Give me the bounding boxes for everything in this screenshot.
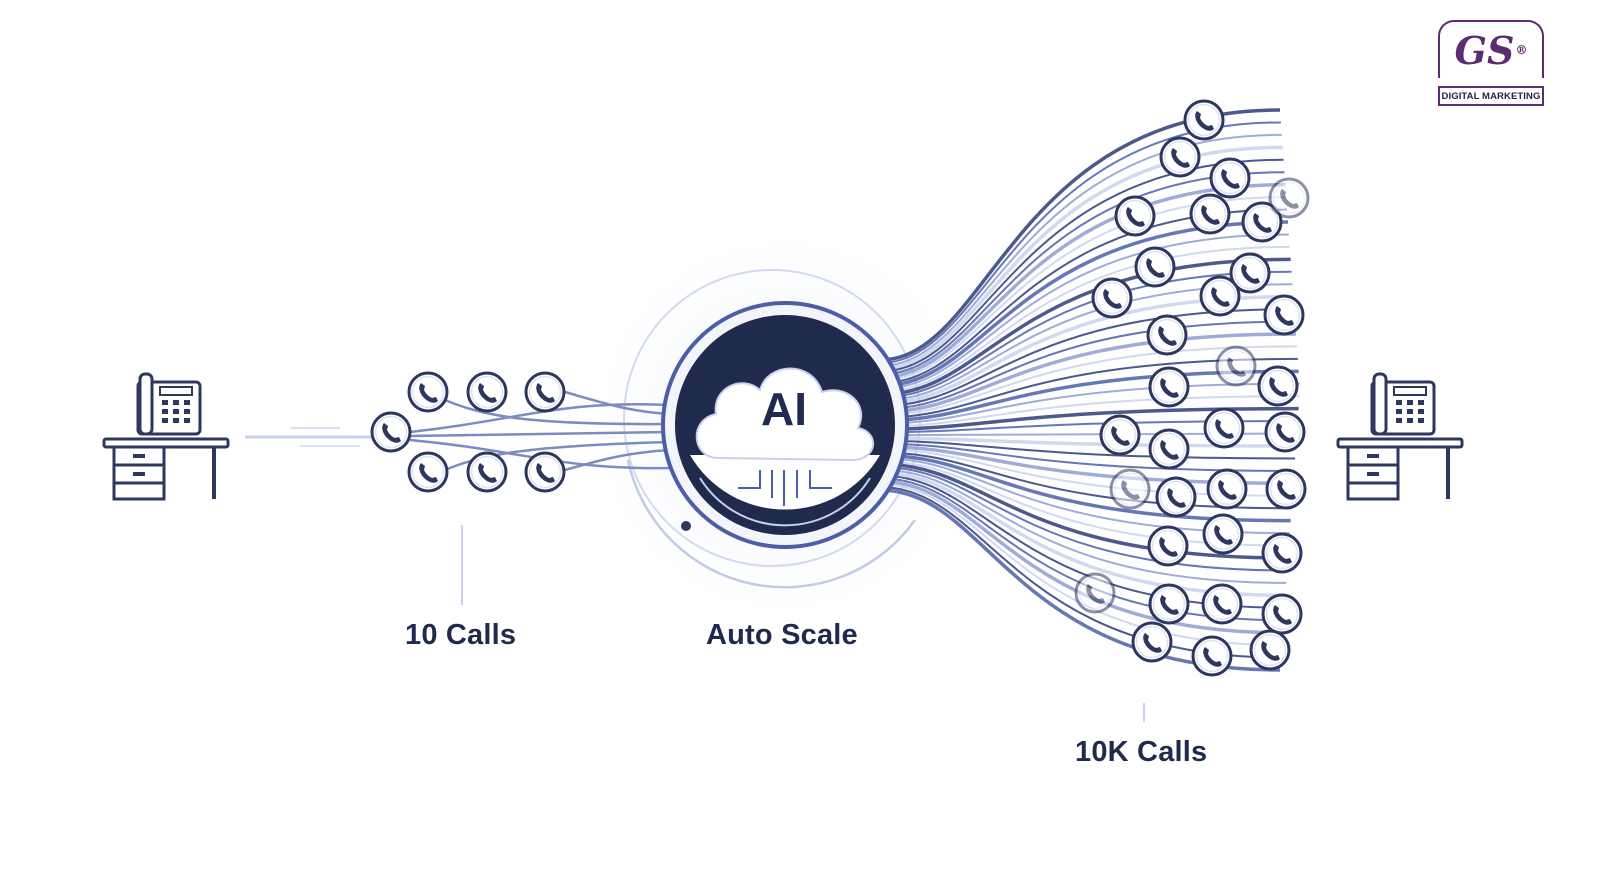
fan-strand <box>879 220 1289 388</box>
call-node-icon <box>1268 177 1310 219</box>
source-desk-phone-icon <box>102 372 230 501</box>
ten-k-calls-label: 10K Calls <box>1075 736 1208 768</box>
call-node-icon <box>1249 629 1291 671</box>
call-node-icon <box>1134 246 1176 288</box>
fan-strand <box>879 432 1297 437</box>
call-node-icon <box>466 371 508 413</box>
fan-strand <box>879 420 1298 434</box>
fan-strand <box>879 332 1297 414</box>
call-node-icon <box>1202 513 1244 555</box>
call-node-icon <box>1215 345 1257 387</box>
call-node-icon <box>1131 621 1173 663</box>
call-node-icon <box>466 451 508 493</box>
fan-strand <box>879 208 1288 385</box>
brand-logo: GS® DIGITAL MARKETING <box>1438 20 1548 108</box>
call-node-icon <box>1159 136 1201 178</box>
call-node-icon <box>1263 294 1305 336</box>
incoming-line <box>245 427 372 447</box>
orbit-dot <box>681 521 691 531</box>
logo-subtitle: DIGITAL MARKETING <box>1438 86 1544 106</box>
fan-strand <box>879 357 1298 419</box>
fan-strand <box>879 320 1296 411</box>
logo-mark-text: GS <box>1454 27 1515 73</box>
fan-strand <box>879 468 1287 584</box>
call-node-icon <box>524 371 566 413</box>
fan-strand <box>879 439 1296 460</box>
call-node-icon <box>1209 157 1251 199</box>
fan-strand <box>879 382 1300 425</box>
call-node-icon <box>1091 277 1133 319</box>
fan-strand <box>879 233 1289 390</box>
call-node-icon <box>1146 314 1188 356</box>
call-node-icon <box>1199 275 1241 317</box>
fan-strand <box>879 395 1300 428</box>
call-node-icon <box>1109 468 1151 510</box>
call-node-icon <box>1148 428 1190 470</box>
call-node-icon <box>1191 635 1233 677</box>
call-node-icon <box>1257 365 1299 407</box>
call-node-icon <box>1099 414 1141 456</box>
cloud-icon <box>695 367 875 462</box>
fan-strand <box>879 486 1281 659</box>
fan-strand <box>879 345 1297 416</box>
call-node-icon <box>1183 99 1225 141</box>
call-node-icon <box>1261 593 1303 635</box>
logo-mark: GS® <box>1438 20 1544 78</box>
call-node-icon <box>1155 476 1197 518</box>
circuit-traces <box>738 470 832 506</box>
auto-scale-label: Auto Scale <box>706 619 858 651</box>
call-node-icon <box>1265 468 1307 510</box>
fan-strand <box>879 270 1292 399</box>
fan-strand <box>879 121 1281 364</box>
fan-strand <box>879 196 1287 382</box>
call-node-icon <box>1189 193 1231 235</box>
call-node-icon <box>1147 525 1189 567</box>
fan-strand <box>879 108 1281 362</box>
call-node-icon <box>1203 407 1245 449</box>
call-node-icon <box>407 451 449 493</box>
ten-call-nodes <box>370 371 566 493</box>
fan-strand <box>879 245 1290 393</box>
fan-strand <box>879 442 1295 472</box>
fan-strand <box>879 453 1291 523</box>
fan-strand <box>879 457 1290 535</box>
call-node-icon <box>370 411 412 453</box>
call-node-icon <box>1148 366 1190 408</box>
fan-strand <box>879 294 1294 406</box>
call-node-icon <box>407 371 449 413</box>
fan-strand <box>879 171 1285 376</box>
fan-strand <box>879 488 1281 672</box>
ten-calls-label: 10 Calls <box>405 619 517 651</box>
fan-strand <box>879 369 1299 423</box>
fan-strand <box>879 470 1286 598</box>
fan-strand <box>879 406 1299 432</box>
fan-strand <box>879 436 1297 448</box>
fan-strand <box>879 308 1295 408</box>
call-node-icon <box>1264 411 1306 453</box>
logo-registered: ® <box>1515 43 1528 57</box>
fan-strand <box>879 460 1289 547</box>
call-node-icon <box>1206 468 1248 510</box>
call-node-icon <box>524 451 566 493</box>
ai-hub <box>661 301 909 549</box>
hub-ai-label: AI <box>761 383 807 435</box>
fan-strand <box>879 479 1283 635</box>
fan-strand <box>879 182 1286 380</box>
fan-strand <box>879 283 1293 402</box>
call-node-icon <box>1261 532 1303 574</box>
fan-strand <box>879 483 1282 647</box>
call-node-icon <box>1114 195 1156 237</box>
call-node-icon <box>1148 583 1190 625</box>
call-node-icon <box>1201 583 1243 625</box>
hub-orbit-arc <box>626 459 917 589</box>
destination-desk-phone-icon <box>1336 372 1464 501</box>
fan-strand <box>879 465 1288 572</box>
call-node-icon <box>1074 572 1116 614</box>
fan-strand <box>879 257 1291 397</box>
fan-strand <box>879 444 1294 486</box>
